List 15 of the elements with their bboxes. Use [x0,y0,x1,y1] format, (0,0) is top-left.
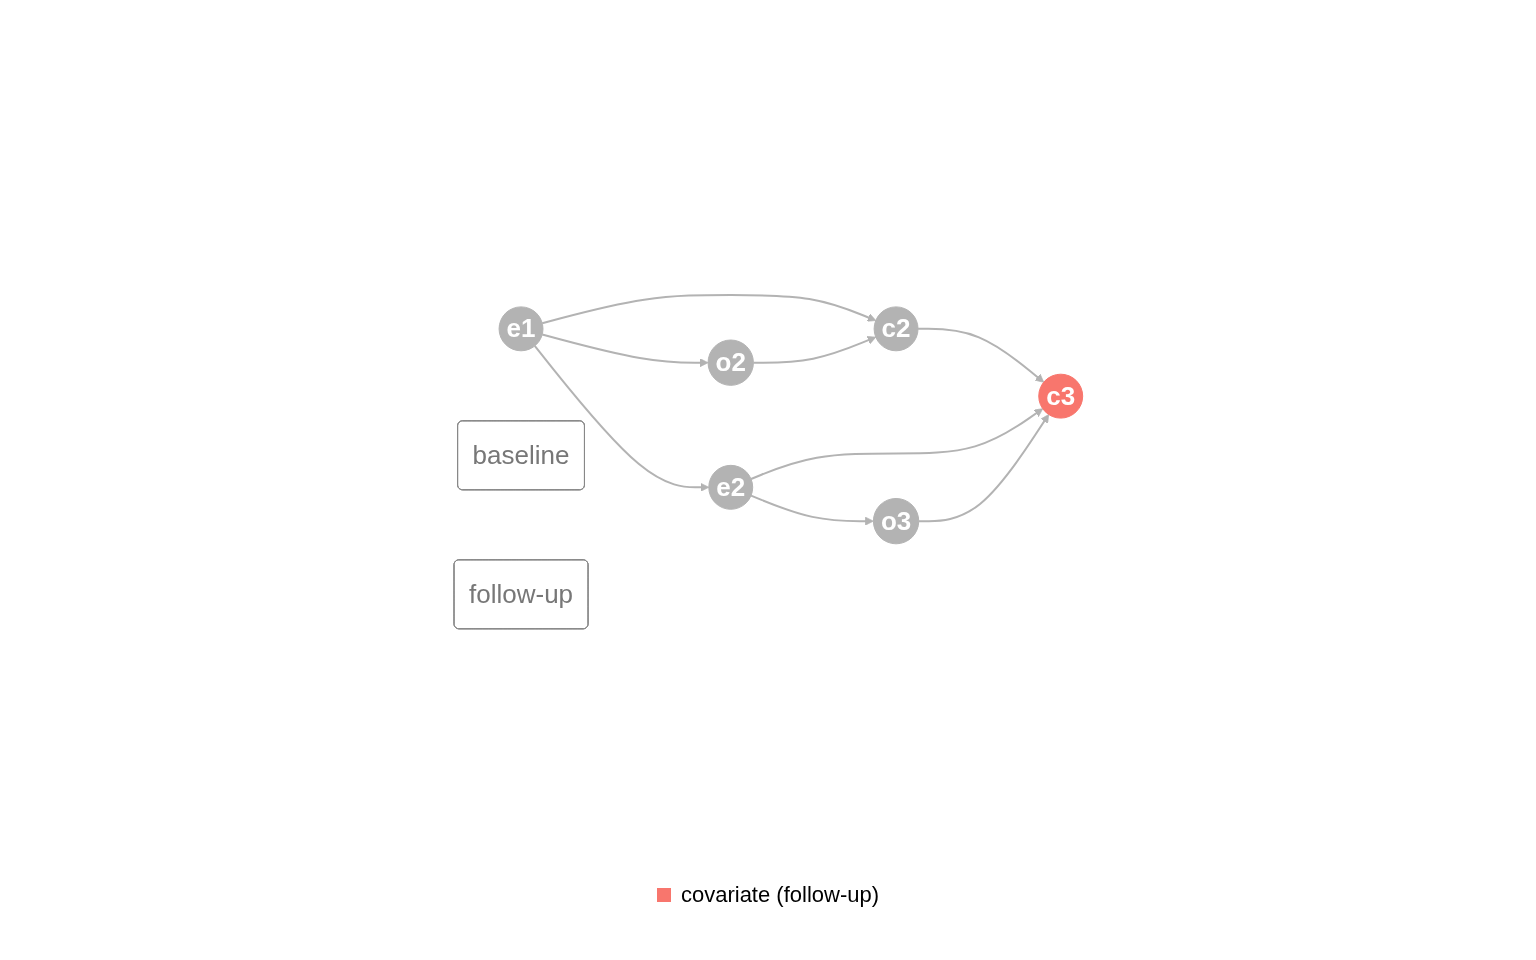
node-circle: e2 [707,464,753,510]
arrow [749,494,874,526]
arrow [540,333,709,368]
node-circle: o2 [707,339,754,386]
arrow [916,327,1044,383]
arrow [749,408,1043,481]
arrow [533,345,709,492]
node-circle: c2 [873,306,919,352]
arrow [917,414,1049,523]
node-circle: e1 [498,306,544,352]
node-circle: o3 [872,498,919,545]
arrow [540,294,876,325]
legend-label: covariate (follow-up) [680,882,880,908]
arrow [752,336,876,364]
node-circle: c3 [1037,373,1083,419]
